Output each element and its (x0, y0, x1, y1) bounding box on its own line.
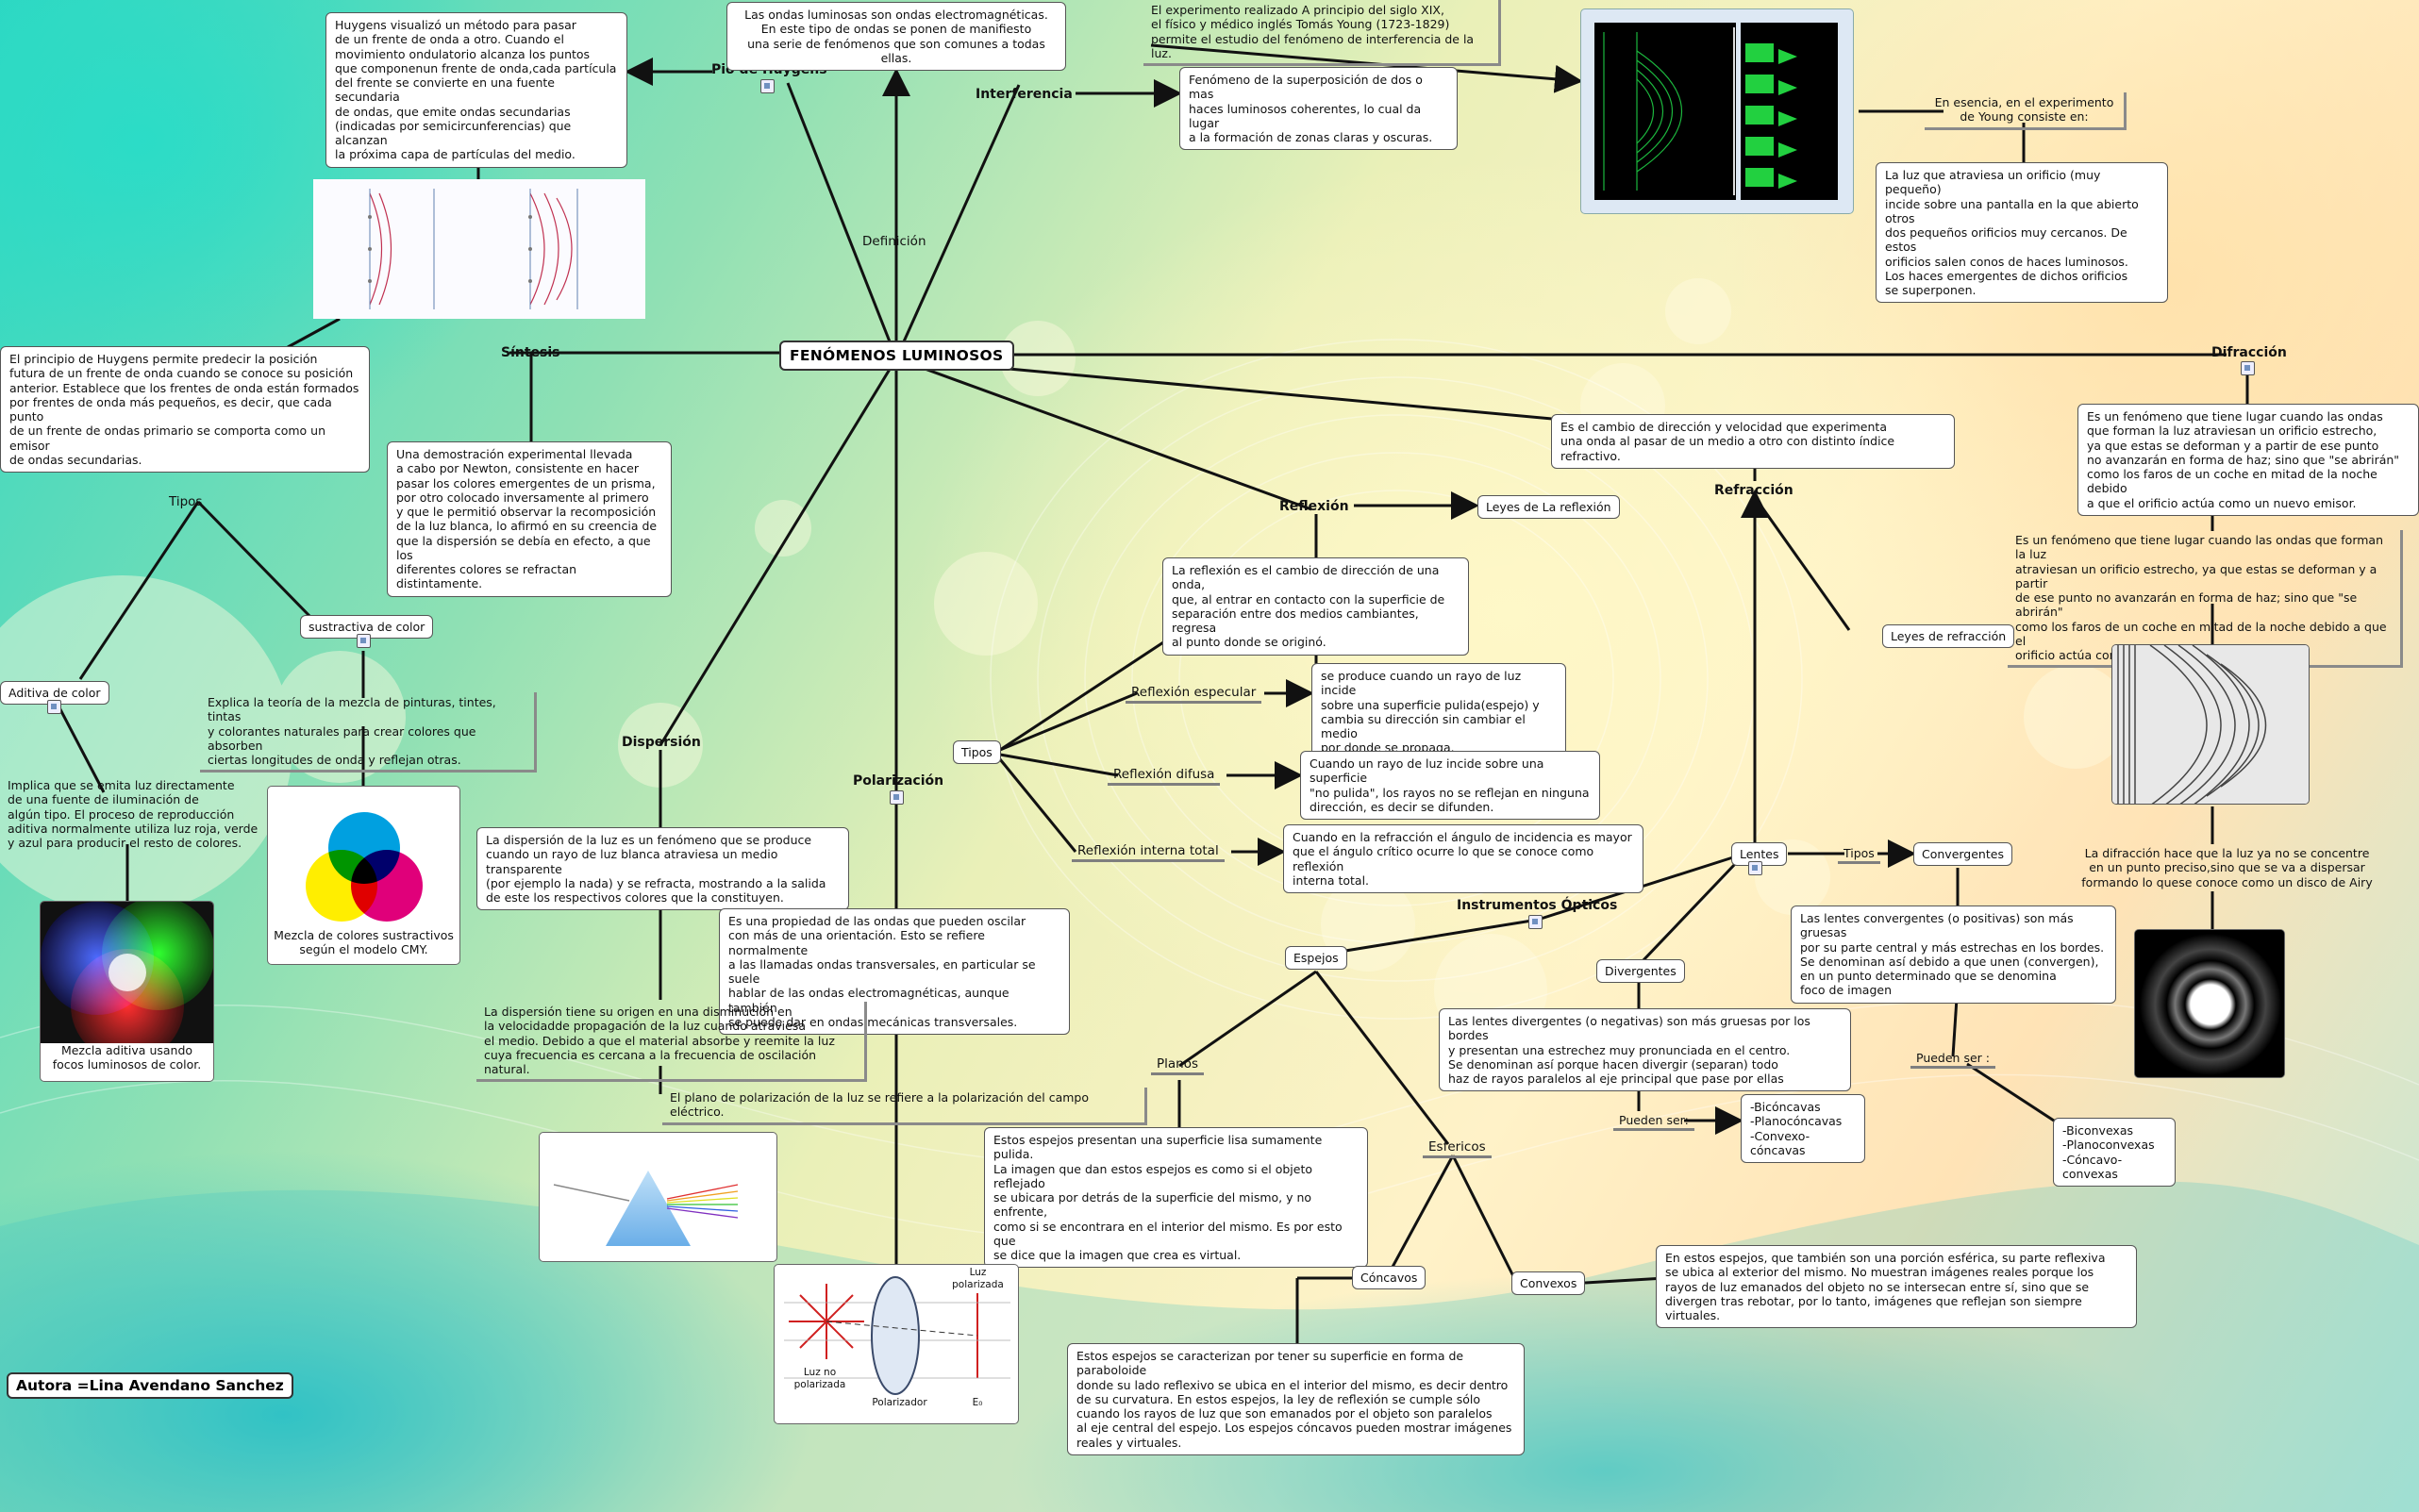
huygens-diagram-image (313, 179, 645, 319)
box-leyes-reflexion[interactable]: Leyes de La reflexión (1477, 495, 1620, 520)
tag-aditiva-desc[interactable]: Implica que se emita luz directamente de… (8, 778, 259, 850)
box-definicion-desc[interactable]: Las ondas luminosas son ondas electromag… (726, 2, 1066, 71)
box-leyes-refraccion[interactable]: Leyes de refracción (1882, 624, 2015, 649)
huygens-wavefront-figure (313, 179, 645, 319)
box-polarizacion-desc[interactable]: Es una propiedad de las ondas que pueden… (719, 908, 1070, 1035)
box-interna-desc[interactable]: Cuando en la refracción el ángulo de inc… (1283, 824, 1643, 893)
attachment-icon[interactable] (47, 700, 61, 714)
attachment-icon[interactable] (1748, 861, 1762, 875)
box-convergentes-desc[interactable]: Las lentes convergentes (o positivas) so… (1791, 906, 2116, 1004)
tag-dispersion-origen[interactable]: La dispersión tiene su origen en una dis… (476, 1002, 867, 1083)
node-difraccion[interactable]: Difracción (2211, 345, 2287, 360)
node-reflexion-especular[interactable]: Reflexión especular (1126, 683, 1262, 705)
airy-disk-figure (2135, 930, 2284, 1077)
box-tipos-reflexion[interactable]: Tipos (953, 740, 1001, 765)
cmy-caption: Mezcla de colores sustractivos según el … (274, 928, 454, 956)
box-biconvexas[interactable]: -Biconvexas -Planoconvexas -Cóncavo-conv… (2053, 1118, 2176, 1187)
box-concavos-desc[interactable]: Estos espejos se caracterizan por tener … (1067, 1343, 1525, 1455)
box-convexos[interactable]: Convexos (1511, 1271, 1586, 1296)
node-refraccion[interactable]: Refracción (1714, 483, 1793, 498)
node-esfericos[interactable]: Esfericos (1423, 1138, 1492, 1159)
node-polarizacion[interactable]: Polarización (853, 773, 944, 789)
node-sintesis[interactable]: Síntesis (501, 345, 560, 360)
diffraction-stripes-figure (2112, 645, 2309, 804)
cmy-circles-figure (306, 812, 423, 922)
node-dispersion[interactable]: Dispersión (622, 735, 701, 750)
box-huygens-principio[interactable]: El principio de Huygens permite predecir… (0, 346, 370, 473)
box-lentes[interactable]: Lentes (1731, 842, 1788, 867)
magenta-circle (351, 850, 423, 922)
tag-polarizacion-plano[interactable]: El plano de polarización de la luz se re… (662, 1088, 1147, 1125)
box-concavos[interactable]: Cóncavos (1352, 1266, 1426, 1290)
polarizer-image: Luz no polarizada Polarizador Luz polari… (774, 1264, 1019, 1424)
box-interferencia-desc[interactable]: Fenómeno de la superposición de dos o ma… (1179, 67, 1458, 151)
author-label[interactable]: Autora =Lina Avendano Sanchez (7, 1372, 293, 1399)
node-pueden-ser-divergentes[interactable]: Pueden ser: (1613, 1111, 1694, 1131)
rgb-caption: Mezcla aditiva usando focos luminosos de… (52, 1043, 202, 1072)
tag-difraccion-desc2[interactable]: Es un fenómeno que tiene lugar cuando la… (2008, 530, 2403, 669)
e0-caption: E₀ (972, 1397, 983, 1408)
cmy-mixing-image: Mezcla de colores sustractivos según el … (267, 786, 460, 965)
box-bicóncavas[interactable]: -Bicóncavas -Planocóncavas -Convexo-cónc… (1741, 1094, 1865, 1163)
box-convergentes[interactable]: Convergentes (1913, 842, 2012, 867)
tag-young-intro[interactable]: El experimento realizado A principio del… (1143, 0, 1501, 66)
box-sintesis-desc[interactable]: Una demostración experimental llevada a … (387, 441, 672, 597)
box-reflexion-desc[interactable]: La reflexión es el cambio de dirección d… (1162, 557, 1469, 656)
box-espejos[interactable]: Espejos (1285, 946, 1347, 971)
box-refraccion-desc[interactable]: Es el cambio de dirección y velocidad qu… (1551, 414, 1955, 469)
prism-figure (553, 1171, 739, 1246)
node-reflexion-difusa[interactable]: Reflexión difusa (1108, 765, 1221, 787)
node-definicion[interactable]: Definición (862, 234, 926, 249)
box-huygens-desc[interactable]: Huygens visualizó un método para pasar d… (325, 12, 627, 168)
box-difusa-desc[interactable]: Cuando un rayo de luz incide sobre una s… (1300, 751, 1600, 820)
airy-disk-image (2134, 929, 2285, 1078)
node-instrumentos-opticos[interactable]: Instrumentos Ópticos (1457, 898, 1618, 913)
polarizador-caption: Polarizador (872, 1397, 927, 1408)
main-topic[interactable]: FENÓMENOS LUMINOSOS (779, 341, 1014, 371)
tag-sustractiva-desc[interactable]: Explica la teoría de la mezcla de pintur… (200, 692, 537, 773)
attachment-icon[interactable] (760, 79, 775, 93)
node-interferencia[interactable]: Interferencia (976, 87, 1073, 102)
attachment-icon[interactable] (890, 790, 904, 805)
box-young-desc[interactable]: La luz que atraviesa un orificio (muy pe… (1876, 162, 2168, 304)
young-interference-figure (1594, 23, 1838, 200)
box-planos-desc[interactable]: Estos espejos presentan una superficie l… (984, 1127, 1368, 1269)
tag-difraccion-airy[interactable]: La difracción hace que la luz ya no se c… (2081, 846, 2373, 889)
node-reflexion-interna-total[interactable]: Reflexión interna total (1072, 841, 1225, 863)
attachment-icon[interactable] (2241, 361, 2255, 375)
node-pueden-ser-convergentes[interactable]: Pueden ser : (1910, 1049, 1995, 1069)
node-reflexion[interactable]: Reflexión (1279, 499, 1349, 514)
luz-no-polarizada-caption: Luz no polarizada (793, 1367, 846, 1390)
attachment-icon[interactable] (357, 634, 371, 648)
node-tipos-sintesis[interactable]: Tipos (169, 494, 203, 509)
box-divergentes-desc[interactable]: Las lentes divergentes (o negativas) son… (1439, 1008, 1851, 1092)
rgb-mixing-image: Mezcla aditiva usando focos luminosos de… (40, 901, 214, 1082)
node-planos[interactable]: Planos (1151, 1055, 1205, 1076)
box-especular-desc[interactable]: se produce cuando un rayo de luz incide … (1311, 663, 1566, 761)
rgb-lights-figure (41, 902, 213, 1062)
prism-dispersion-image (539, 1132, 777, 1262)
polarizer-figure (784, 1276, 1010, 1395)
box-divergentes[interactable]: Divergentes (1596, 959, 1685, 984)
young-experiment-image (1580, 8, 1854, 214)
diffraction-pattern-image (2111, 644, 2310, 805)
luz-polarizada-caption: Luz polarizada (952, 1267, 1004, 1290)
tag-young-esencia[interactable]: En esencia, en el experimento de Young c… (1925, 92, 2127, 130)
attachment-icon[interactable] (1528, 915, 1543, 929)
box-difraccion-desc1[interactable]: Es un fenómeno que tiene lugar cuando la… (2077, 404, 2419, 516)
box-convexos-desc[interactable]: En estos espejos, que también son una po… (1656, 1245, 2137, 1329)
node-tipos-lentes[interactable]: Tipos (1838, 844, 1880, 864)
box-dispersion-desc[interactable]: La dispersión de la luz es un fenómeno q… (476, 827, 849, 911)
